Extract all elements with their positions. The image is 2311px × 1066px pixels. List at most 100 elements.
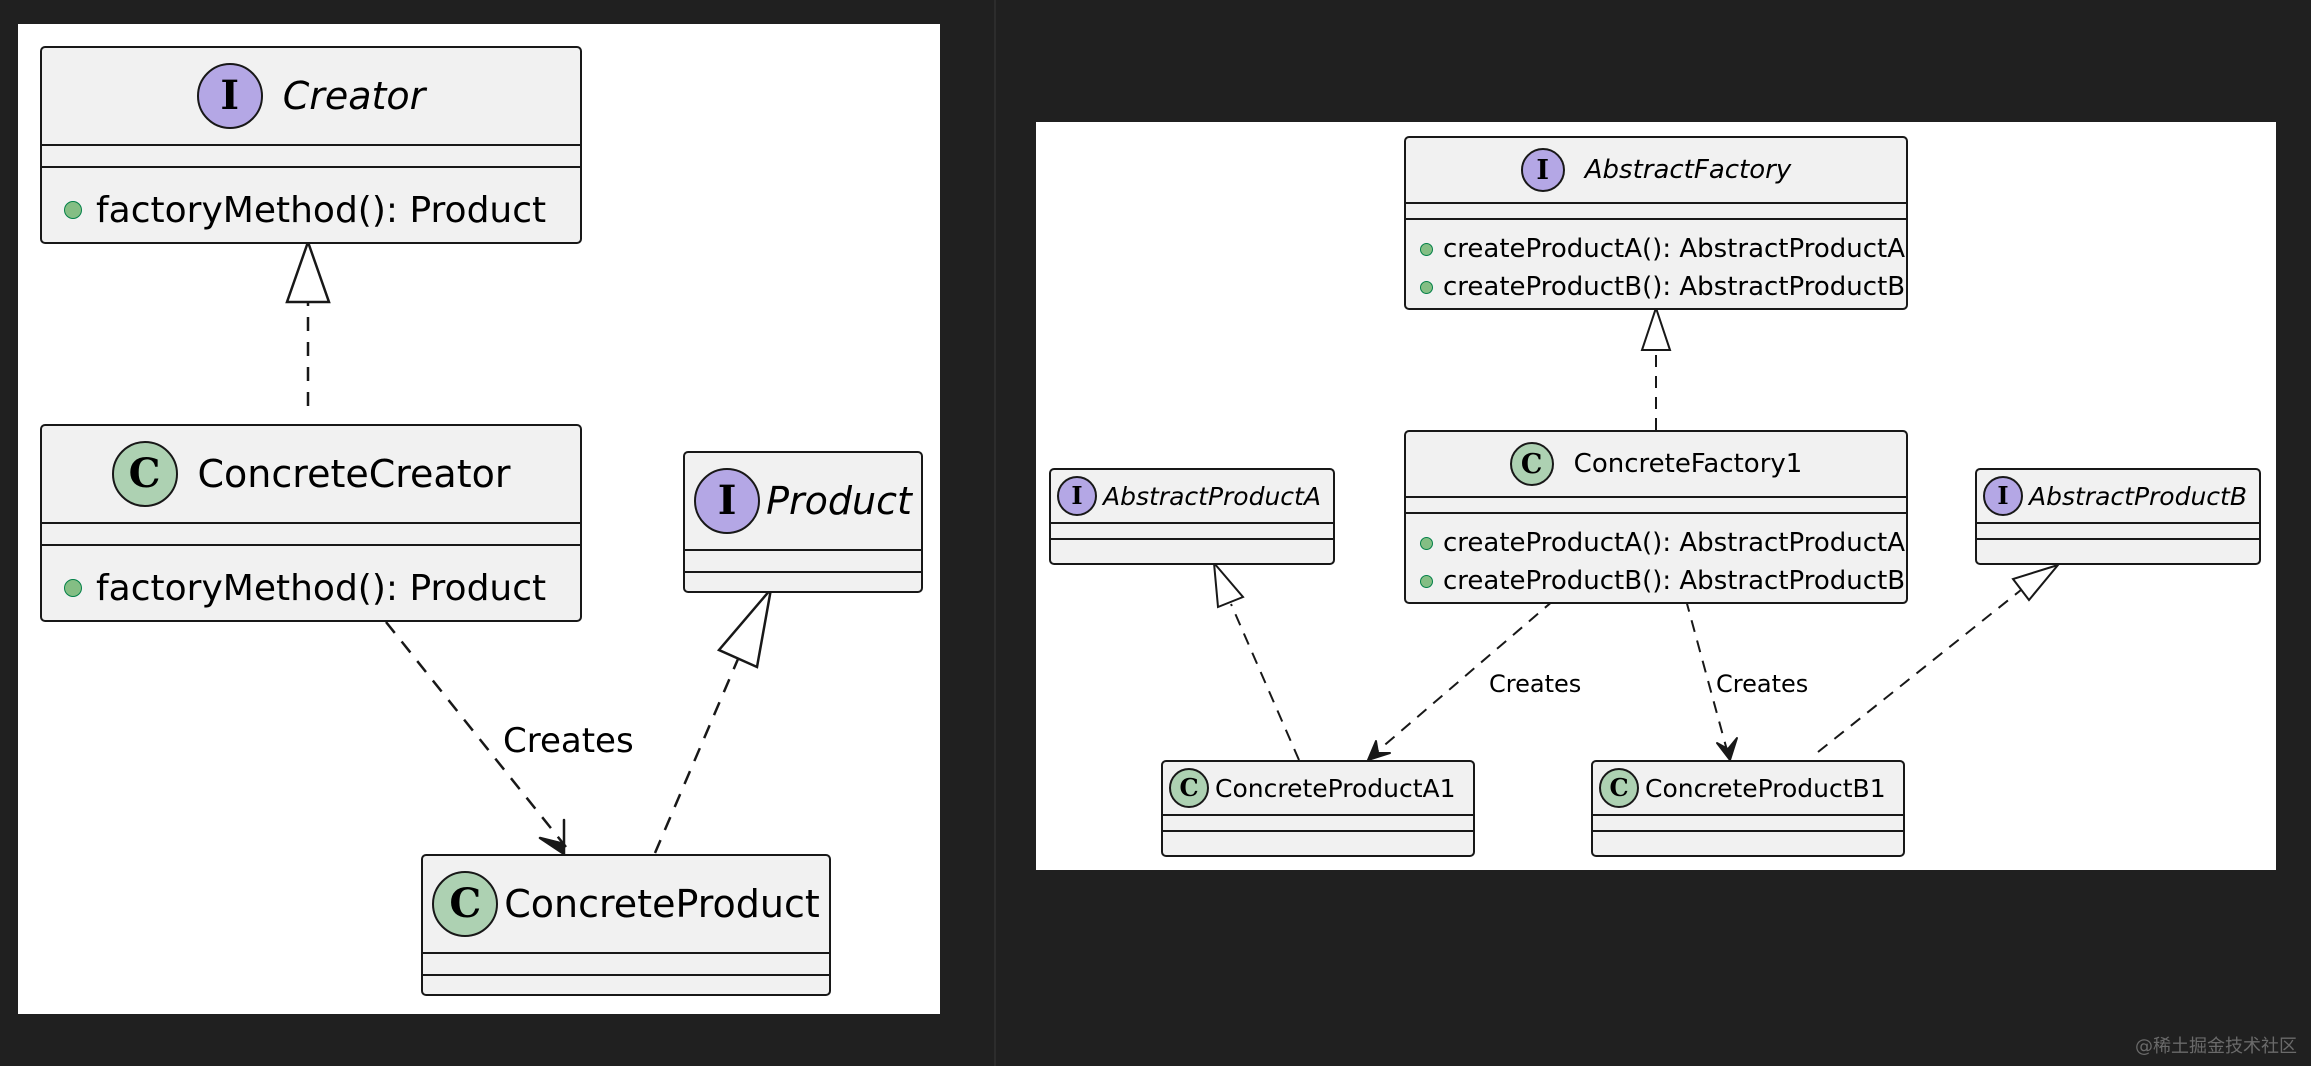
methods-section: createProductA(): AbstractProductA creat… [1406,218,1906,306]
class-header: I Product [685,453,921,549]
class-badge-icon: C [432,871,499,937]
creates-label-a: Creates [1489,670,1582,698]
method-signature: createProductA(): AbstractProductA [1443,234,1905,264]
realization-product-a-line [1230,603,1300,761]
realization-factory-arrowhead [1640,304,1672,351]
class-name: ConcreteProductB1 [1645,773,1886,803]
class-name: ConcreteCreator [197,452,511,496]
interface-badge-icon: I [196,63,263,129]
method-signature: createProductB(): AbstractProductB [1443,272,1906,302]
methods-section [1977,538,2259,554]
attributes-section [1051,522,1333,538]
class-header: C ConcreteFactory1 [1406,432,1906,496]
left-relations [285,238,774,856]
attributes-section [1406,496,1906,512]
realization-creator-arrowhead [285,238,331,304]
method: factoryMethod(): Product [42,546,580,620]
public-method-icon [64,201,82,219]
class-header: C ConcreteProduct [423,856,829,952]
abstract-factory-interface: I AbstractFactory createProductA(): Abst… [1404,136,1908,310]
methods-section [1163,830,1473,846]
methods-section: factoryMethod(): Product [42,544,580,620]
method-signature: factoryMethod(): Product [96,567,547,609]
class-name: ConcreteFactory1 [1573,449,1803,479]
abstract-factory-diagram: I AbstractFactory createProductA(): Abst… [1036,122,2276,870]
methods-section [1051,538,1333,554]
method: createProductA(): AbstractProductA [1406,230,1906,268]
class-name: Creator [282,74,426,118]
concrete-product-class: C ConcreteProduct [421,854,831,996]
class-name: ConcreteProduct [504,882,820,926]
methods-section [423,974,829,994]
methods-section [685,571,921,591]
class-header: C ConcreteProductA1 [1163,762,1473,814]
class-badge-icon: C [111,441,178,507]
attributes-section [423,952,829,974]
factory-method-diagram: I Creator factoryMethod(): Product C Con… [18,24,940,1014]
concrete-factory-class: C ConcreteFactory1 createProductA(): Abs… [1404,430,1908,604]
method: createProductB(): AbstractProductB [1406,562,1906,600]
attributes-section [1406,202,1906,218]
method: createProductB(): AbstractProductB [1406,268,1906,306]
attributes-section [42,522,580,544]
class-name: AbstractProductB [2029,481,2248,511]
class-header: I Creator [42,48,580,144]
method-signature: createProductA(): AbstractProductA [1443,528,1905,558]
method: factoryMethod(): Product [42,168,580,242]
class-name: Product [766,479,912,523]
methods-section: factoryMethod(): Product [42,166,580,242]
product-interface: I Product [683,451,923,593]
public-method-icon [1420,242,1433,256]
class-header: I AbstractProductA [1051,470,1333,522]
dependency-creates-a-arrowhead [1367,740,1391,761]
class-badge-icon: C [1509,442,1554,486]
dependency-creates-b-arrowhead [1716,737,1738,761]
method-signature: createProductB(): AbstractProductB [1443,566,1906,596]
class-name: AbstractFactory [1584,155,1792,185]
realization-product-a-arrowhead [1212,559,1245,609]
class-name: ConcreteProductA1 [1215,773,1456,803]
interface-badge-icon: I [694,468,761,534]
interface-badge-icon: I [1520,148,1565,192]
attributes-section [1163,814,1473,830]
class-badge-icon: C [1169,768,1209,808]
class-badge-icon: C [1599,768,1639,808]
abstract-product-b-interface: I AbstractProductB [1975,468,2261,565]
realization-product-line [653,658,740,854]
watermark: @稀土掘金技术社区 [2135,1036,2297,1057]
methods-section [1593,830,1903,846]
creates-label: Creates [503,721,634,761]
dependency-creates-arrowhead [538,818,566,856]
right-relations [1212,304,2061,761]
method-signature: factoryMethod(): Product [96,189,547,231]
public-method-icon [1420,280,1433,294]
realization-product-b-line [1817,589,2022,753]
creates-label-b: Creates [1716,670,1809,698]
concrete-product-b1-class: C ConcreteProductB1 [1591,760,1905,857]
realization-product-arrowhead [716,584,774,669]
abstract-product-a-interface: I AbstractProductA [1049,468,1335,565]
concrete-product-a1-class: C ConcreteProductA1 [1161,760,1475,857]
class-header: I AbstractProductB [1977,470,2259,522]
attributes-section [685,549,921,571]
class-header: I AbstractFactory [1406,138,1906,202]
interface-badge-icon: I [1057,476,1097,516]
method: createProductA(): AbstractProductA [1406,524,1906,562]
class-header: C ConcreteCreator [42,426,580,522]
dependency-creates-b-line [1685,599,1729,755]
realization-product-b-arrowhead [2011,563,2061,602]
attributes-section [1977,522,2259,538]
class-header: C ConcreteProductB1 [1593,762,1903,814]
public-method-icon [64,579,82,597]
attributes-section [1593,814,1903,830]
interface-badge-icon: I [1983,476,2023,516]
attributes-section [42,144,580,166]
creator-interface: I Creator factoryMethod(): Product [40,46,582,244]
class-name: AbstractProductA [1103,481,1321,511]
concrete-creator-class: C ConcreteCreator factoryMethod(): Produ… [40,424,582,622]
methods-section: createProductA(): AbstractProductA creat… [1406,512,1906,600]
panel-divider [994,0,996,1066]
dependency-creates-a-line [1372,599,1555,756]
public-method-icon [1420,536,1433,550]
public-method-icon [1420,574,1433,588]
